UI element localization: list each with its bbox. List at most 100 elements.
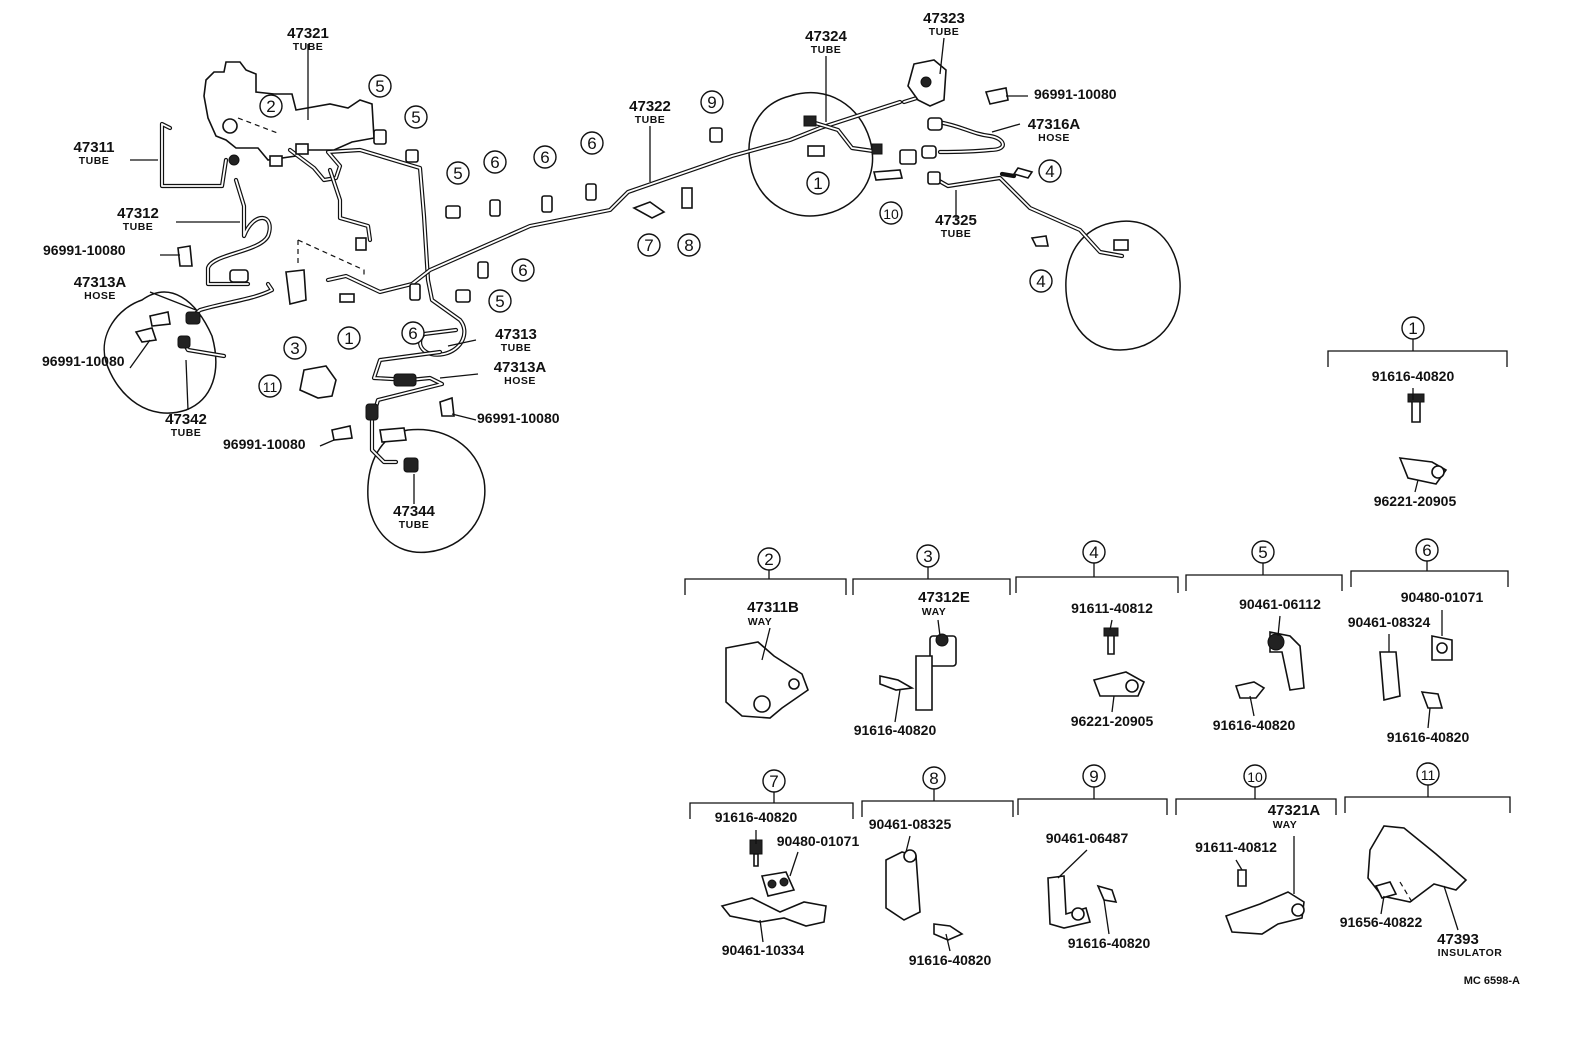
- brake-pipes: [159, 75, 1125, 465]
- bracket: [1175, 798, 1337, 815]
- callout-circle: [700, 90, 724, 114]
- detail-groups: 191616-4082096221-20905247311BWAY347312E…: [684, 316, 1511, 968]
- callout-7: 7: [637, 233, 661, 257]
- callout-number: 1: [813, 174, 822, 193]
- detail-item-label: 90461-10334: [722, 942, 805, 958]
- callout-number: 6: [518, 261, 527, 280]
- detail-callout-number: 6: [1422, 541, 1431, 560]
- part-number-codes: 96991-1008096991-1008096991-1008096991-1…: [42, 86, 1117, 452]
- detail-item-label: 90461-06487: [1046, 830, 1129, 846]
- bracket: [1185, 574, 1343, 591]
- leader-line: [1427, 707, 1431, 729]
- callout-circle: [368, 74, 392, 98]
- detail-item-label: 91616-40820: [1068, 935, 1151, 951]
- callout-5: 5: [368, 74, 392, 98]
- part-type: TUBE: [635, 114, 666, 126]
- callout-number: 5: [375, 77, 384, 96]
- leader-line: [894, 689, 901, 723]
- detail-callout-number: 2: [764, 550, 773, 569]
- detail-item-label: INSULATOR: [1438, 947, 1503, 959]
- leader-line: [991, 123, 1021, 133]
- leader-line: [945, 933, 951, 952]
- detail-callout-number: 3: [923, 547, 932, 566]
- code-clip-code-top-right: 96991-10080: [1034, 86, 1117, 102]
- front-right-backing-plate: [367, 428, 486, 554]
- detail-item-label: 91616-40820: [909, 952, 992, 968]
- detail-item-label: 47312E: [918, 589, 970, 606]
- part-type: TUBE: [171, 427, 202, 439]
- part-number: 47325: [935, 212, 977, 229]
- leader-line: [1235, 859, 1243, 871]
- callout-circle: [483, 150, 507, 174]
- leader-line: [185, 359, 189, 411]
- bracket: [1327, 350, 1508, 367]
- detail-artwork: [720, 393, 1468, 941]
- callout-number: 6: [587, 134, 596, 153]
- callout-1: 1: [806, 171, 830, 195]
- callout-number: 11: [263, 379, 278, 395]
- callout-circle: [404, 105, 428, 129]
- part-type: HOSE: [1038, 132, 1070, 144]
- callout-number: 6: [408, 324, 417, 343]
- leader-line: [1057, 849, 1088, 879]
- detail-item-label: 96221-20905: [1374, 493, 1457, 509]
- code-clip-code-left: 96991-10080: [43, 242, 126, 258]
- leader-line: [761, 627, 771, 661]
- callout-circle: [533, 145, 557, 169]
- callout-6: 6: [580, 131, 604, 155]
- leader-lines: [129, 37, 1459, 952]
- bracket: [852, 578, 1011, 595]
- leader-line: [1111, 695, 1115, 713]
- leader-line: [937, 619, 941, 637]
- callout-5: 5: [404, 105, 428, 129]
- detail-item-label: 90461-08324: [1348, 614, 1431, 630]
- callout-circle: [511, 258, 535, 282]
- callout-number: 4: [1045, 162, 1054, 181]
- detail-item-label: 90480-01071: [1401, 589, 1484, 605]
- callout-4: 4: [1029, 269, 1053, 293]
- leader-line: [1103, 899, 1110, 935]
- callout-circle: [1038, 159, 1062, 183]
- detail-item-label: WAY: [748, 616, 772, 628]
- detail-item-label: WAY: [922, 606, 946, 618]
- detail-item-label: 91611-40812: [1071, 600, 1153, 616]
- part-number: 47312: [117, 205, 159, 222]
- bracket: [689, 802, 854, 819]
- leader-line: [1249, 695, 1255, 717]
- detail-item-label: WAY: [1273, 819, 1297, 831]
- callout-5: 5: [446, 161, 470, 185]
- callout-number: 9: [707, 93, 716, 112]
- callout-6: 6: [401, 321, 425, 345]
- callout-circle: [677, 233, 701, 257]
- detail-item-label: 47311B: [747, 599, 799, 616]
- leader-line: [451, 413, 477, 421]
- artwork: [103, 59, 1468, 941]
- part-number: 47344: [393, 503, 435, 520]
- detail-item-label: 90461-08325: [869, 816, 952, 832]
- part-number: 47311: [74, 139, 115, 156]
- leader-line: [905, 835, 911, 853]
- diagram-code: MC 6598-A: [1464, 975, 1520, 987]
- leader-line: [759, 919, 764, 943]
- detail-callout-number: 9: [1089, 767, 1098, 786]
- part-number: 47313: [495, 326, 537, 343]
- callout-1: 1: [337, 326, 361, 350]
- leader-line: [939, 37, 945, 75]
- callout-circle: [446, 161, 470, 185]
- part-number: 47324: [805, 28, 847, 45]
- detail-item-label: 47321A: [1268, 802, 1321, 819]
- part-labels: 47321TUBE47311TUBE47312TUBE47313AHOSE473…: [74, 10, 1081, 531]
